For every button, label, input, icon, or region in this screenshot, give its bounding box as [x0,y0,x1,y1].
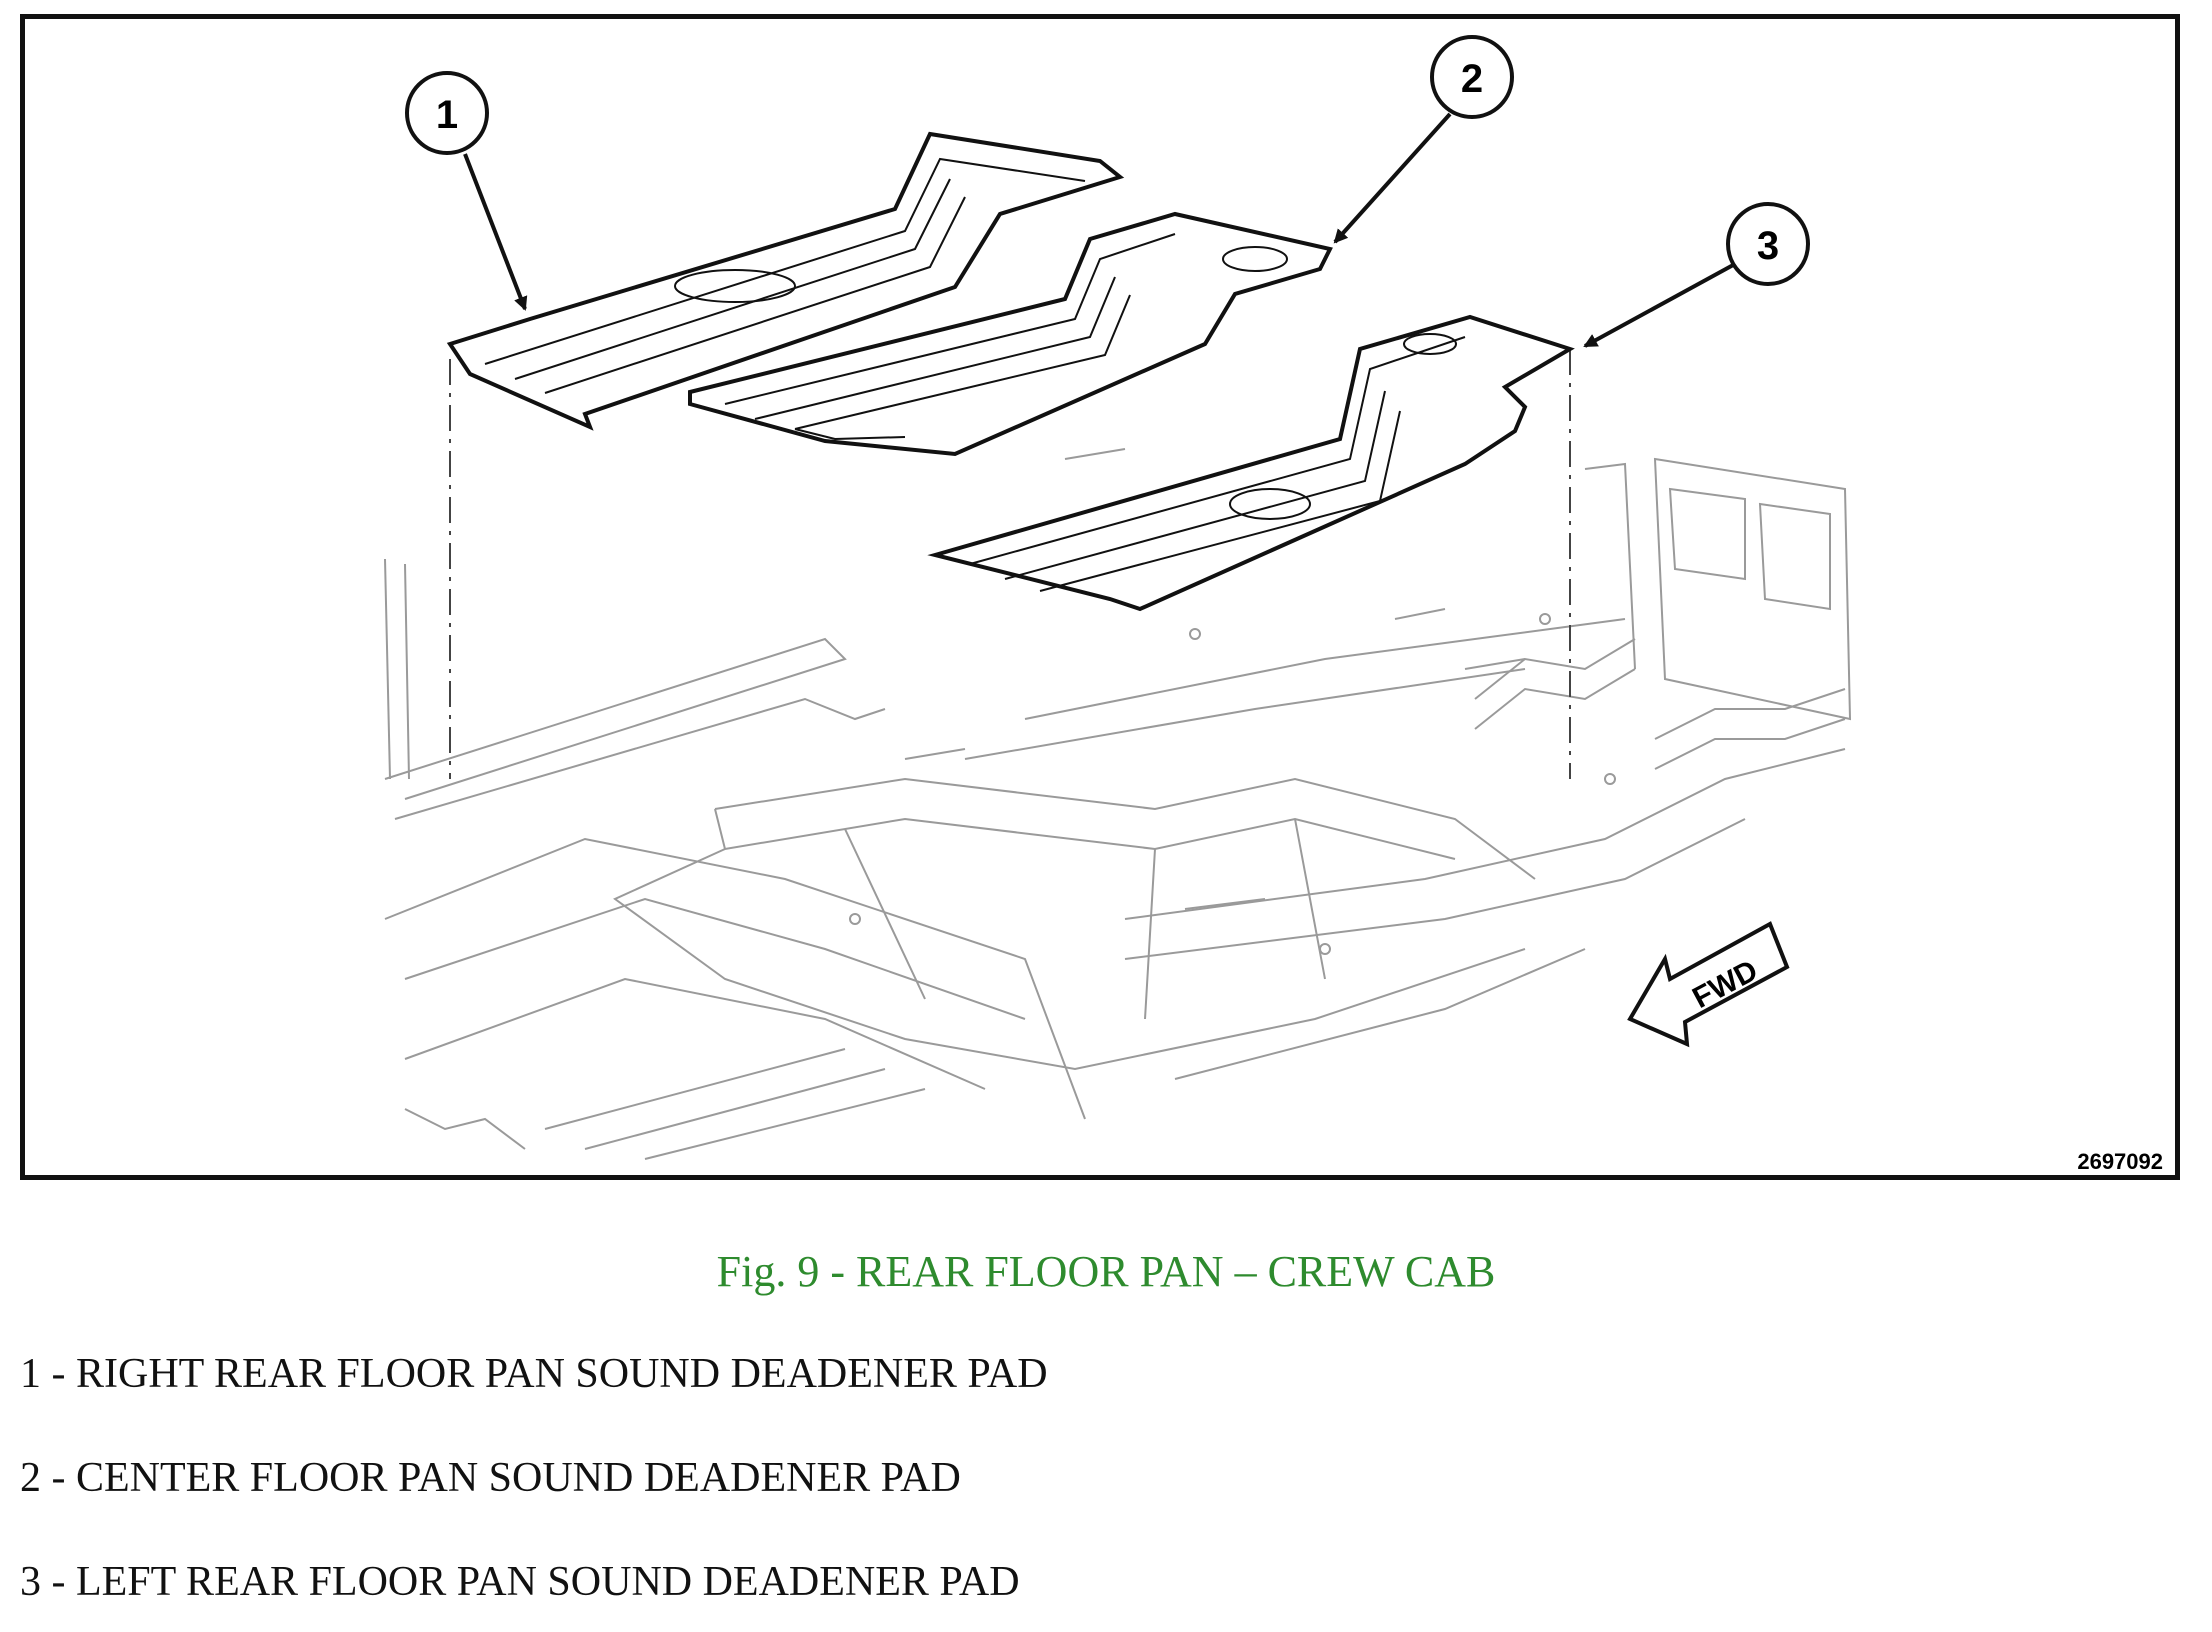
floor-pan-body [384,448,1852,1160]
callout-1: 1 [405,71,489,155]
figure-frame: 1 2 3 FWD 2697092 [20,14,2180,1180]
legend-item-2: 2 - CENTER FLOOR PAN SOUND DEADENER PAD [20,1455,961,1501]
guide-lines [449,349,1571,779]
pad-center [688,211,1333,457]
callout-1-number: 1 [436,93,458,137]
pad-left-rear [927,314,1575,612]
figure-code: 2697092 [2077,1149,2163,1174]
figure-caption: Fig. 9 - REAR FLOOR PAN – CREW CAB [716,1247,1496,1296]
callout-3: 3 [1726,202,1810,286]
callout-3-number: 3 [1757,224,1779,268]
callout-2: 2 [1430,35,1514,119]
floor-pan-illustration: 1 2 3 FWD 2697092 [384,35,2163,1174]
leader-arrows [463,112,1736,348]
callout-2-number: 2 [1461,57,1483,101]
legend-item-3: 3 - LEFT REAR FLOOR PAN SOUND DEADENER P… [20,1559,1020,1605]
legend-item-1: 1 - RIGHT REAR FLOOR PAN SOUND DEADENER … [20,1351,1048,1397]
pad-right-rear [446,131,1125,431]
fwd-direction-arrow: FWD [1627,921,1790,1048]
